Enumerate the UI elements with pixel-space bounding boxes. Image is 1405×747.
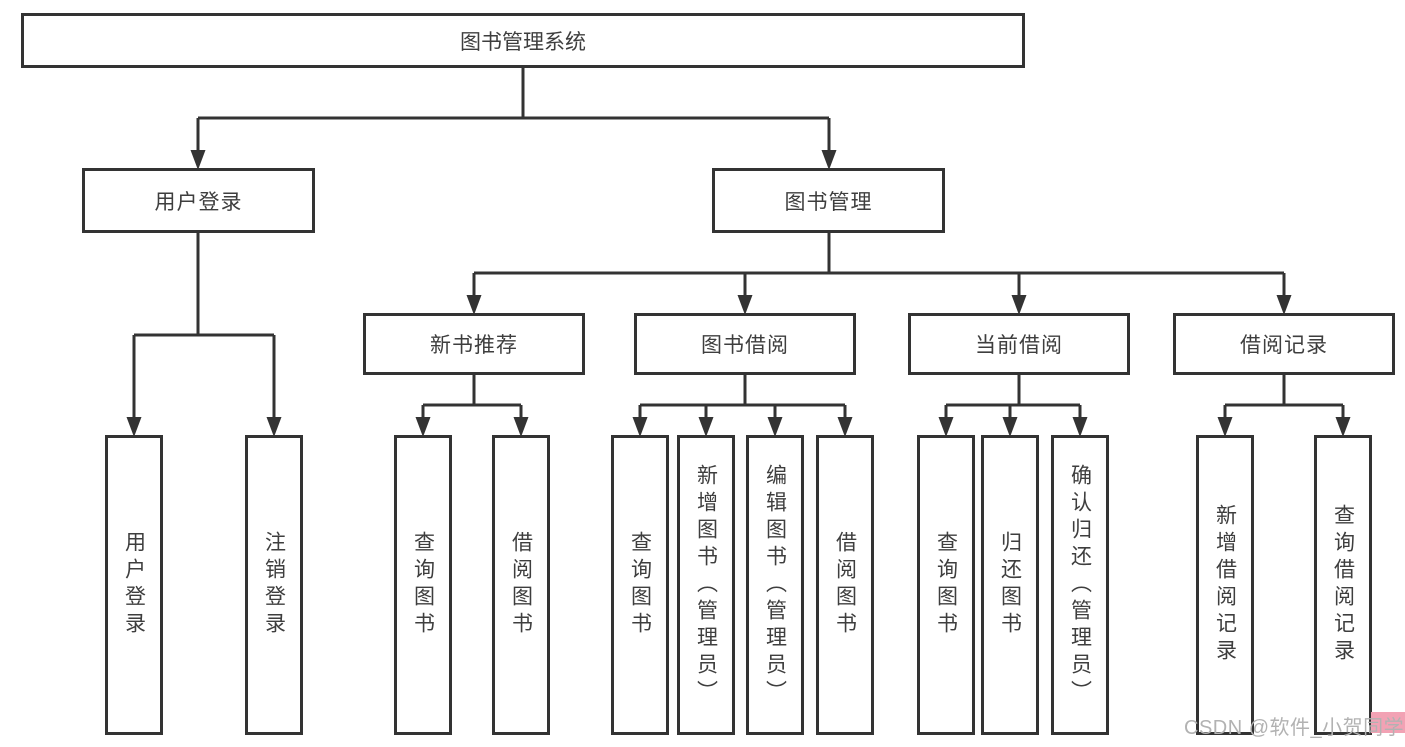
- node-current-borrowing-label: 当前借阅: [975, 334, 1063, 357]
- leaf-borrow-borrow-books-label: 借阅图书: [833, 531, 857, 639]
- arrowheads: [126, 150, 1351, 437]
- leaf-borrow-edit-books-admin: 编辑图书（管理员）: [746, 435, 804, 735]
- watermark-accent-bar: [1371, 712, 1405, 733]
- leaf-records-add-record: 新增借阅记录: [1196, 435, 1254, 735]
- leaf-current-return-books-label: 归还图书: [998, 531, 1022, 639]
- node-new-book-recommend: 新书推荐: [363, 313, 585, 375]
- leaf-current-query-books-label: 查询图书: [934, 531, 958, 639]
- leaf-logout-label: 注销登录: [262, 531, 286, 639]
- leaf-recommend-borrow-books: 借阅图书: [492, 435, 550, 735]
- leaf-recommend-borrow-books-label: 借阅图书: [509, 531, 533, 639]
- node-current-borrowing: 当前借阅: [908, 313, 1130, 375]
- leaf-records-add-record-label: 新增借阅记录: [1213, 504, 1237, 666]
- leaf-current-return-books: 归还图书: [981, 435, 1039, 735]
- node-borrowing-records-label: 借阅记录: [1240, 334, 1328, 357]
- node-book-borrowing: 图书借阅: [634, 313, 856, 375]
- node-library-system-label: 图书管理系统: [460, 30, 586, 54]
- leaf-user-login: 用户登录: [105, 435, 163, 735]
- node-book-management: 图书管理: [712, 168, 945, 233]
- leaf-current-confirm-return-admin-label: 确认归还（管理员）: [1068, 463, 1092, 707]
- leaf-recommend-query-books: 查询图书: [394, 435, 452, 735]
- watermark-text: CSDN @软件_小贺同学: [1184, 717, 1405, 739]
- leaf-current-query-books: 查询图书: [917, 435, 975, 735]
- leaf-records-query-record: 查询借阅记录: [1314, 435, 1372, 735]
- node-user-login: 用户登录: [82, 168, 315, 233]
- leaf-logout: 注销登录: [245, 435, 303, 735]
- leaf-borrow-query-books-label: 查询图书: [628, 531, 652, 639]
- node-new-book-recommend-label: 新书推荐: [430, 334, 518, 357]
- leaf-borrow-add-books-admin: 新增图书（管理员）: [677, 435, 735, 735]
- leaf-borrow-borrow-books: 借阅图书: [816, 435, 874, 735]
- leaf-user-login-label: 用户登录: [122, 531, 146, 639]
- node-book-management-label: 图书管理: [784, 190, 873, 214]
- leaf-borrow-add-books-admin-label: 新增图书（管理员）: [694, 463, 718, 707]
- leaf-current-confirm-return-admin: 确认归还（管理员）: [1051, 435, 1109, 735]
- leaf-recommend-query-books-label: 查询图书: [411, 531, 435, 639]
- node-user-login-label: 用户登录: [154, 190, 243, 214]
- node-borrowing-records: 借阅记录: [1173, 313, 1395, 375]
- leaf-borrow-edit-books-admin-label: 编辑图书（管理员）: [763, 463, 787, 707]
- leaf-records-query-record-label: 查询借阅记录: [1331, 504, 1355, 666]
- node-library-system: 图书管理系统: [21, 13, 1025, 68]
- node-book-borrowing-label: 图书借阅: [701, 334, 789, 357]
- leaf-borrow-query-books: 查询图书: [611, 435, 669, 735]
